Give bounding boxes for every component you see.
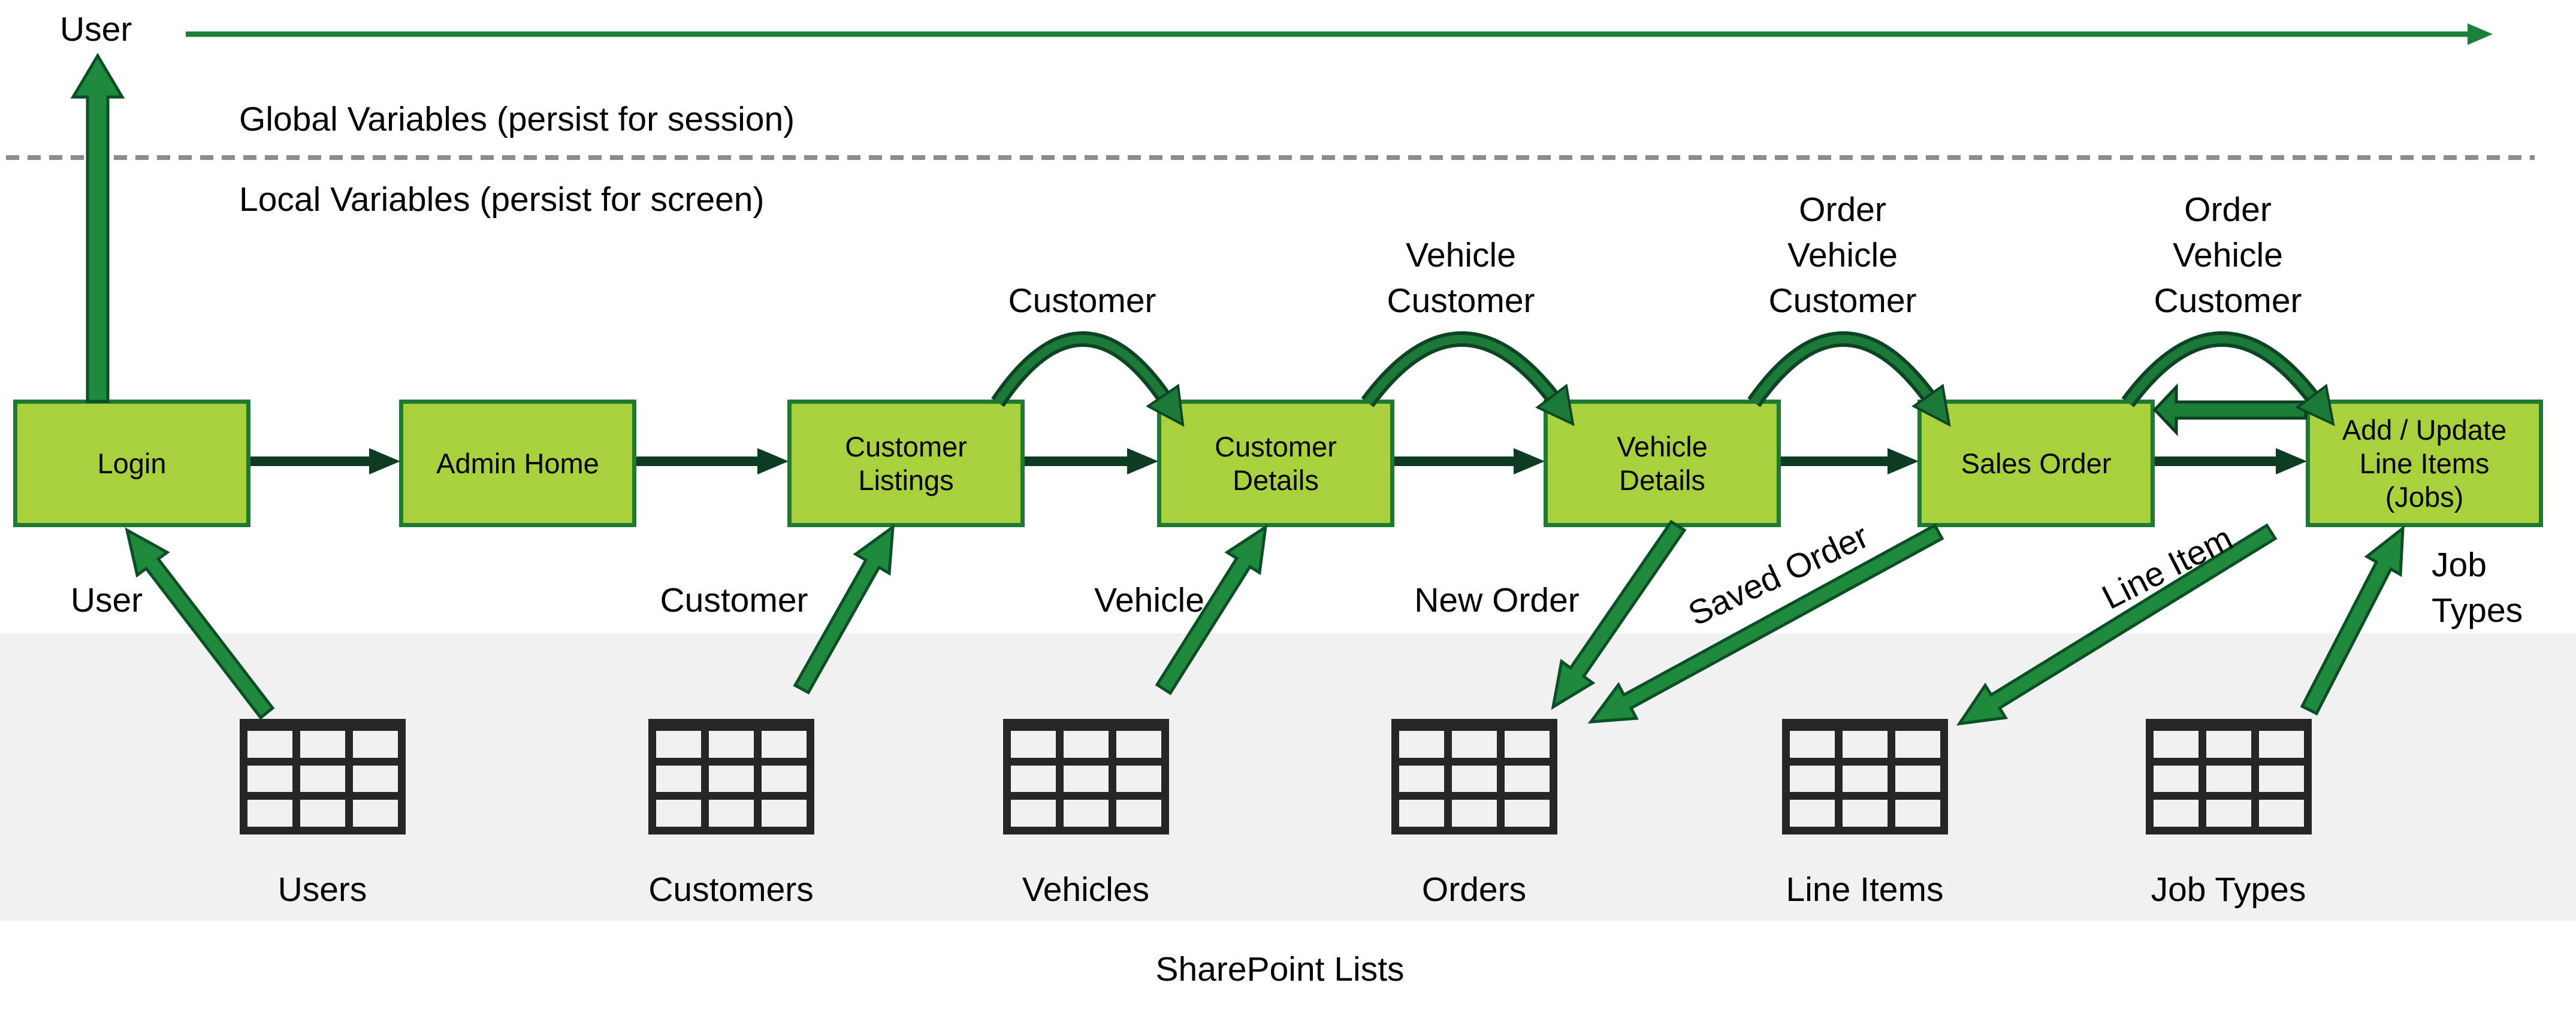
context-arc-arrows xyxy=(991,331,2335,427)
screen-box-label: Vehicle Details xyxy=(1617,430,1708,496)
customers-to-customerlistings-arrow xyxy=(793,524,895,695)
table-icon-job-types xyxy=(2146,719,2312,834)
vehicledetails-to-orders-arrow xyxy=(1551,519,1687,710)
addupdate-to-lineitems-arrow xyxy=(1956,523,2278,726)
session-timeline-arrowhead xyxy=(2468,23,2493,45)
screen-box-label: Sales Order xyxy=(1961,447,2112,479)
list-label-users: Users xyxy=(277,870,367,909)
user-session-label: User xyxy=(60,10,132,49)
list-label-line-items: Line Items xyxy=(1786,870,1944,909)
login-to-user-arrow xyxy=(70,53,125,403)
screen-box-admin-home: Admin Home xyxy=(399,400,636,527)
arc-label-order-vehicle-customer-2: Order Vehicle Customer xyxy=(2154,191,2302,320)
screen-box-label: Add / Update Line Items (Jobs) xyxy=(2342,413,2507,513)
list-label-customers: Customers xyxy=(648,870,814,909)
arc-order-vehicle-customer-2 xyxy=(2124,335,2318,406)
screen-box-label: Login xyxy=(97,447,167,479)
flow-label-vehicle: Vehicle xyxy=(1094,581,1204,619)
screen-box-add-update-line-items: Add / Update Line Items (Jobs) xyxy=(2306,400,2543,527)
arc-label-order-vehicle-customer-1: Order Vehicle Customer xyxy=(1768,191,1917,320)
screen-box-customer-listings: Customer Listings xyxy=(787,400,1025,527)
table-icon-users xyxy=(240,719,406,834)
screen-box-vehicle-details: Vehicle Details xyxy=(1544,400,1781,527)
screen-box-label: Admin Home xyxy=(436,447,599,479)
local-variables-label: Local Variables (persist for screen) xyxy=(239,180,765,219)
flow-label-new-order: New Order xyxy=(1414,581,1580,619)
screen-connectors xyxy=(250,448,2307,474)
flow-label-user: User xyxy=(70,581,143,619)
list-label-job-types: Job Types xyxy=(2151,870,2306,909)
screen-box-sales-order: Sales Order xyxy=(1917,400,2155,527)
table-icon-vehicles xyxy=(1003,719,1169,834)
screen-box-label: Customer Details xyxy=(1215,430,1337,496)
table-icon-orders xyxy=(1391,719,1557,834)
screen-box-customer-details: Customer Details xyxy=(1157,400,1394,527)
screen-box-login: Login xyxy=(13,400,250,527)
flow-label-customer: Customer xyxy=(660,581,808,619)
screen-box-label: Customer Listings xyxy=(845,430,967,496)
vehicles-to-customerdetails-arrow xyxy=(1155,524,1268,696)
jobtypes-to-addupdate-arrow xyxy=(2300,525,2405,716)
addupdate-to-salesorder-arrow xyxy=(2152,383,2308,437)
arc-order-vehicle-customer-1 xyxy=(1750,335,1935,406)
list-label-orders: Orders xyxy=(1421,870,1527,909)
table-icon-line-items xyxy=(1782,719,1948,834)
global-variables-label: Global Variables (persist for session) xyxy=(239,100,795,138)
scope-divider-dashed-line xyxy=(6,155,2535,160)
arc-vehicle-customer xyxy=(1364,335,1559,406)
list-label-vehicles: Vehicles xyxy=(1022,870,1150,909)
salesorder-to-orders-arrow xyxy=(1587,523,1944,724)
users-to-login-arrow xyxy=(125,527,275,720)
arc-label-customer: Customer xyxy=(1008,282,1156,320)
flow-label-job-types: Job Types xyxy=(2432,546,2523,630)
list-data-arrows xyxy=(125,519,2405,726)
arc-customer xyxy=(994,335,1170,405)
arc-label-vehicle-customer: Vehicle Customer xyxy=(1387,236,1535,320)
table-icon-customers xyxy=(648,719,814,834)
sharepoint-lists-title: SharePoint Lists xyxy=(1155,950,1405,988)
